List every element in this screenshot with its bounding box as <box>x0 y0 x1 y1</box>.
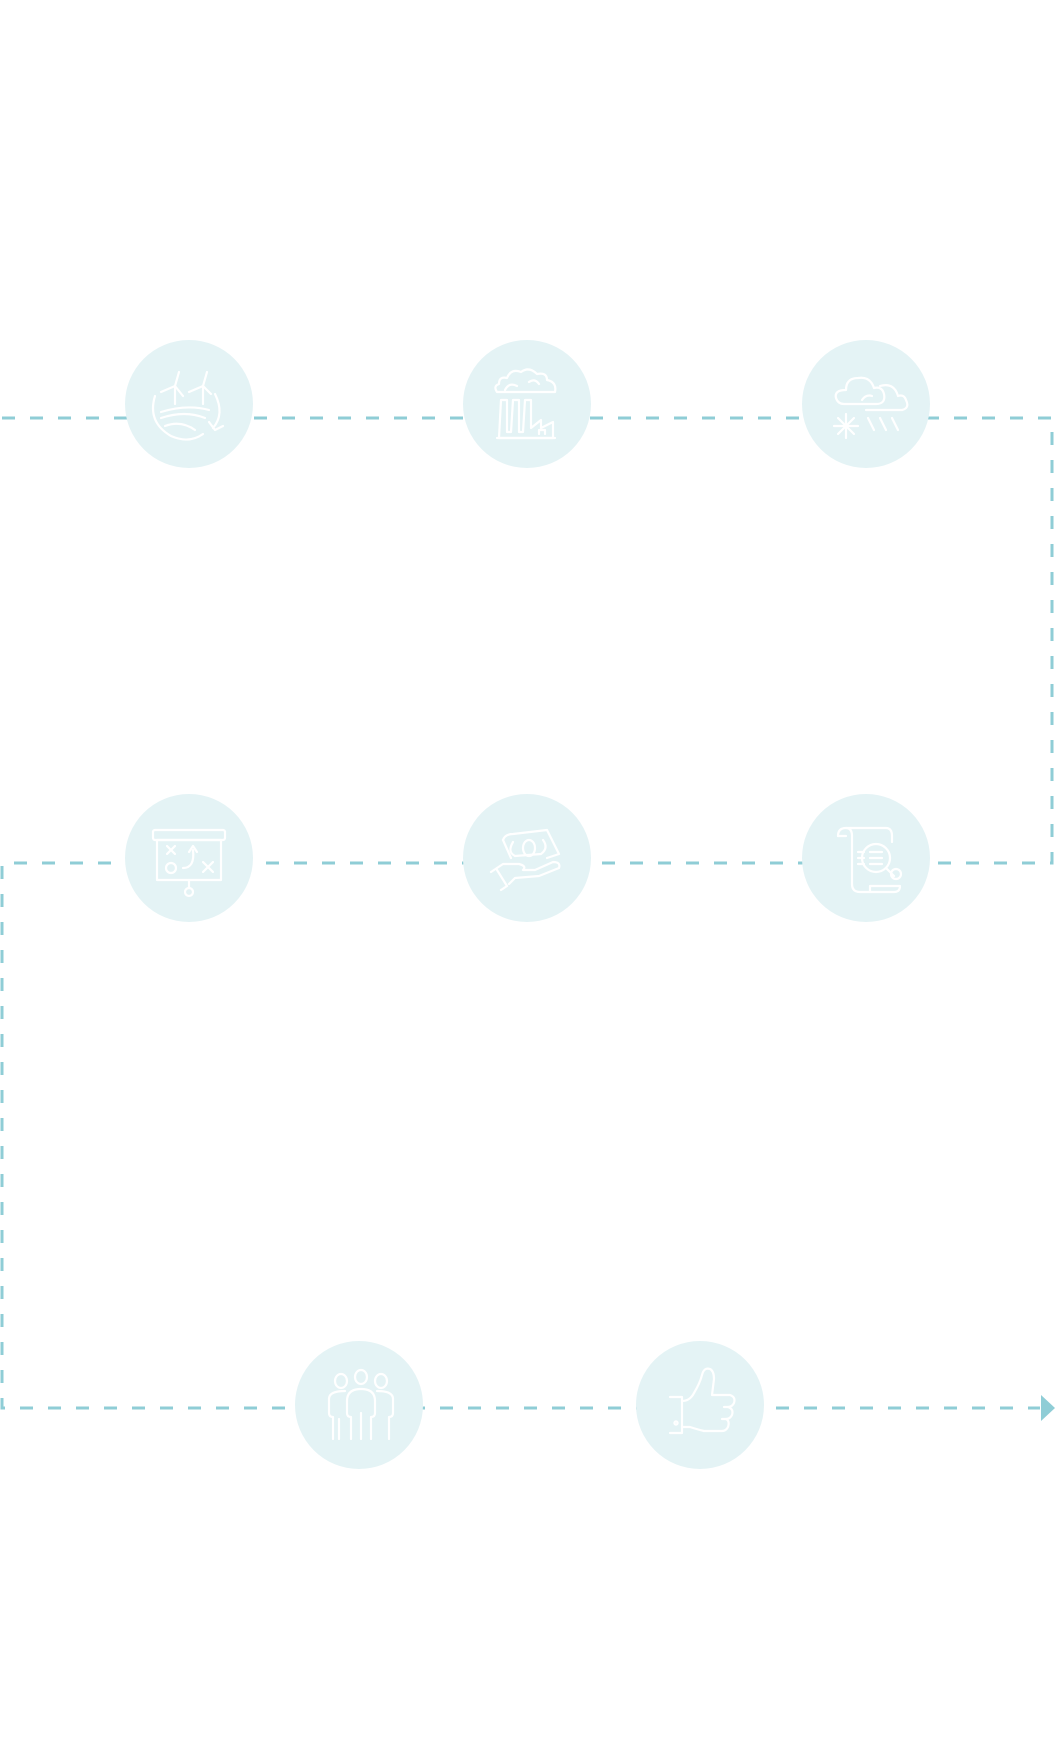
hand-money-icon <box>489 828 561 892</box>
step-4-node <box>125 794 253 922</box>
weather-cloud-snow-rain-icon <box>832 376 909 440</box>
step-5-node <box>463 794 591 922</box>
step-3-node <box>802 340 930 468</box>
step-1-node <box>125 340 253 468</box>
thumbs-up-icon <box>668 1367 736 1435</box>
strategy-board-icon <box>151 828 227 898</box>
step-6-node <box>802 794 930 922</box>
arrow-head-icon <box>1041 1395 1055 1421</box>
snowflake-icon <box>832 412 860 440</box>
land-plants-icon <box>151 370 225 441</box>
step-7-node <box>295 1341 423 1469</box>
document-search-icon <box>836 826 903 894</box>
step-8-node <box>636 1341 764 1469</box>
factory-smoke-icon <box>494 368 557 440</box>
step-2-node <box>463 340 591 468</box>
people-group-icon <box>327 1368 395 1441</box>
